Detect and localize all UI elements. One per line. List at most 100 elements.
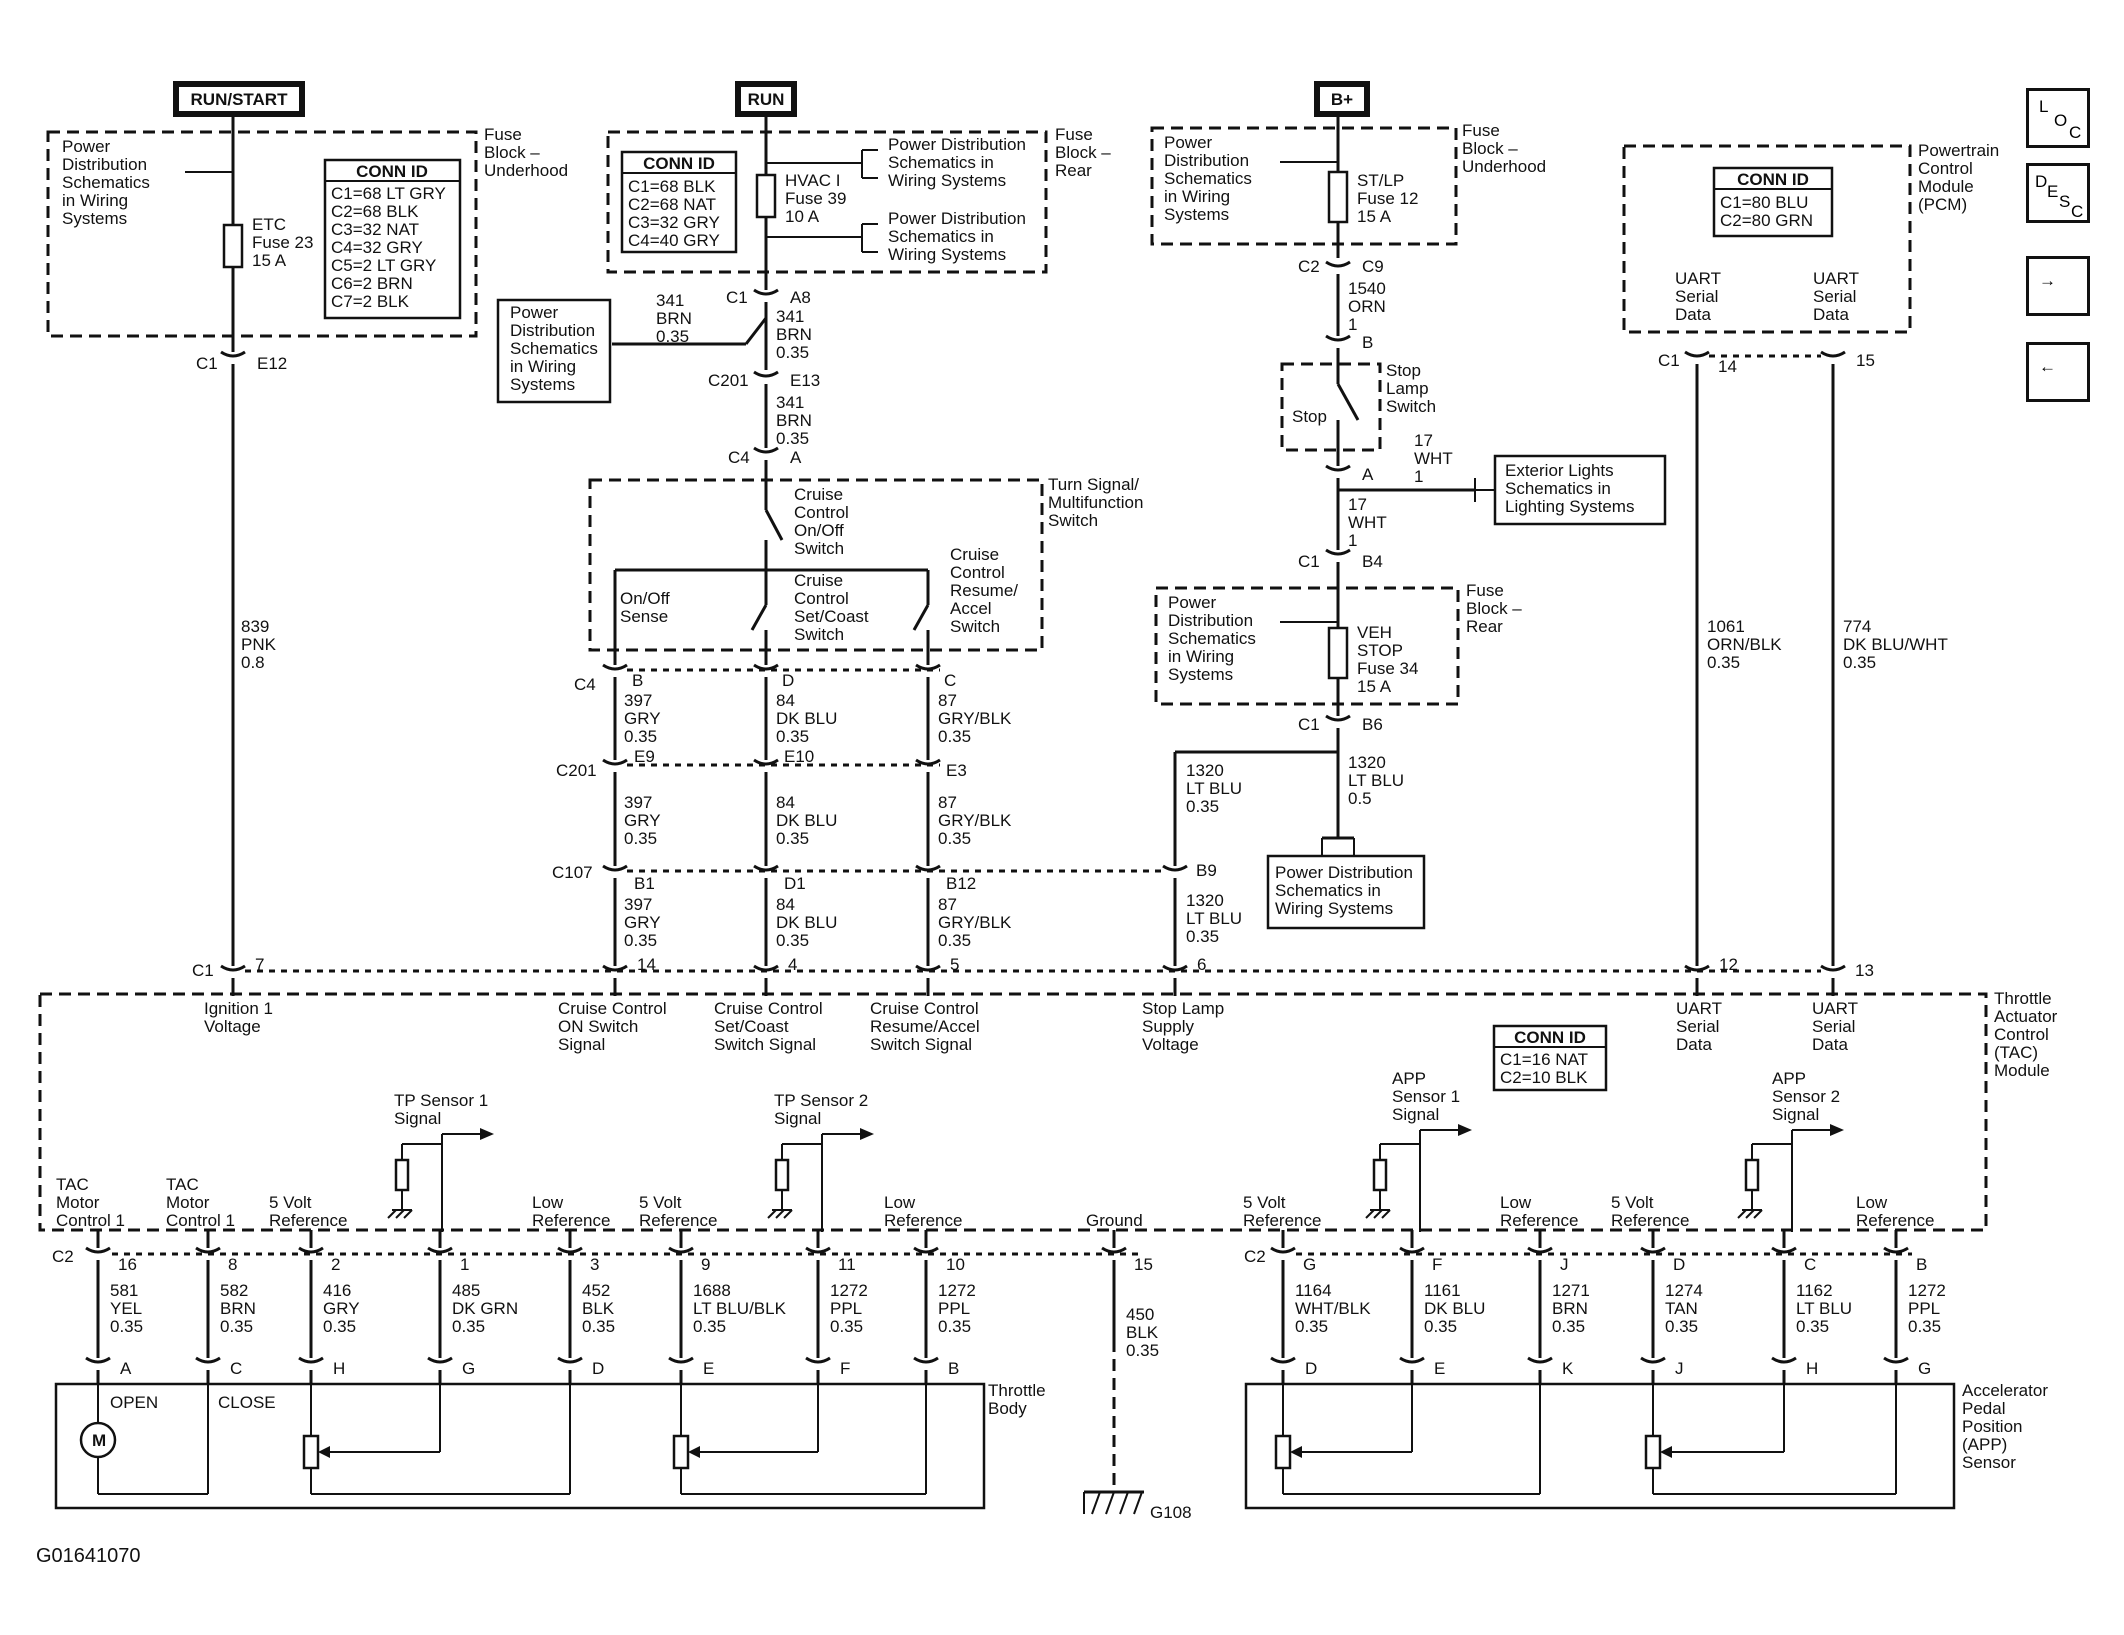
component-pin-label: D (1305, 1359, 1317, 1378)
resistor-icon (1744, 1158, 1760, 1192)
pin-c-label: C (944, 671, 956, 690)
component-pin-label: F (840, 1359, 850, 1378)
desc-button[interactable]: D E S C (2026, 163, 2090, 223)
pd-note-box-left-text: Power Distribution Schematics in Wiring … (510, 303, 603, 394)
loc-letter-l: L (2039, 97, 2049, 116)
app2-potentiometer-icon (1644, 1434, 1662, 1470)
c2-c9-connector (1325, 260, 1351, 268)
pin-b-label: B (632, 671, 643, 690)
turn-signal-multifunction-switch: Turn Signal/ Multifunction Switch Cruise… (588, 475, 1143, 652)
pin-number-label: C (1804, 1255, 1816, 1274)
previous-page-button[interactable]: ← (2026, 342, 2090, 402)
ground-g108: G108 (1083, 1340, 1192, 1522)
pcm-conn-id-title: CONN ID (1737, 170, 1809, 189)
pcm-conn-id-box (1712, 166, 1834, 238)
open-label: OPEN (110, 1393, 158, 1412)
tac-pin-13: 13 (1855, 961, 1874, 980)
b6-label: B6 (1362, 715, 1383, 734)
fuse-block-underhood-b: Fuse Block – Underhood Power Distributio… (1150, 121, 1546, 246)
pin-e9-label: E9 (634, 747, 655, 766)
pcm-pin-15-label: 15 (1856, 351, 1875, 370)
component-pin-label: A (120, 1359, 132, 1378)
c4-a-connector (753, 446, 779, 454)
fuse-block-rear-2: Fuse Block – Rear Power Distribution Sch… (1154, 581, 1526, 706)
onoff-sense-label: On/Off Sense (620, 589, 675, 626)
loc-button[interactable]: L O C (2026, 88, 2090, 148)
ground-icon (1365, 1209, 1391, 1219)
ground-icon (1737, 1209, 1763, 1219)
component-pin-label: B (948, 1359, 959, 1378)
fuse-block-underhood-left: Fuse Block – Underhood Power Distributio… (46, 125, 568, 338)
pin-number-label: J (1560, 1255, 1569, 1274)
c201-e13-connector (753, 370, 779, 378)
c1-a8-c1-label: C1 (726, 288, 748, 307)
tac-conn-id-box (1492, 1024, 1608, 1092)
desc-letter-d: D (2035, 172, 2048, 191)
pin-number-label: 8 (228, 1255, 237, 1274)
component-pin-label: J (1675, 1359, 1684, 1378)
veh-stop-fuse-label: VEH STOP Fuse 34 15 A (1357, 623, 1423, 696)
wire-839-label: 839 PNK 0.8 (241, 617, 281, 672)
component-pin-label: G (462, 1359, 475, 1378)
hvac-fuse-icon (755, 173, 777, 219)
stop-lamp-switch-box (1280, 362, 1382, 452)
motor-label: M (92, 1431, 106, 1450)
pcm-c1-label: C1 (1658, 351, 1680, 370)
c107-row-label: C107 (552, 863, 593, 882)
c1-a8-connector (753, 288, 779, 296)
powertrain-control-module: Powertrain Control Module (PCM) CONN ID … (1622, 141, 1999, 334)
tac-conn-id-title: CONN ID (1514, 1028, 1586, 1047)
run-start-label: RUN/START (191, 90, 289, 109)
cruise-onoff-switch-label: Cruise Control On/Off Switch (794, 485, 854, 558)
wiper-arrow-icon (688, 1446, 700, 1458)
tac-pin-12: 12 (1719, 955, 1738, 974)
app1-potentiometer-icon (1274, 1434, 1292, 1470)
next-page-button[interactable]: → (2026, 256, 2090, 316)
arrow-icon (1458, 1124, 1472, 1136)
conn-id-list-underhood: C1=68 LT GRY C2=68 BLK C3=32 NAT C4=32 G… (331, 184, 450, 311)
pin-number-label: D (1673, 1255, 1685, 1274)
pin-number-label: B (1916, 1255, 1927, 1274)
c1-e12-connector (220, 350, 246, 358)
wire-341-label-b: 341 BRN 0.35 (776, 307, 817, 362)
fuse-block-rear: Fuse Block – Rear CONN ID C1=68 BLK C2=6… (606, 125, 1111, 274)
fuse-block-rear-2-label: Fuse Block – Rear (1466, 581, 1526, 636)
resume-switch-blade-icon (912, 604, 930, 631)
resistor-icon (394, 1158, 410, 1192)
onoff-switch-blade-icon (764, 509, 784, 541)
component-pin-label: H (333, 1359, 345, 1378)
